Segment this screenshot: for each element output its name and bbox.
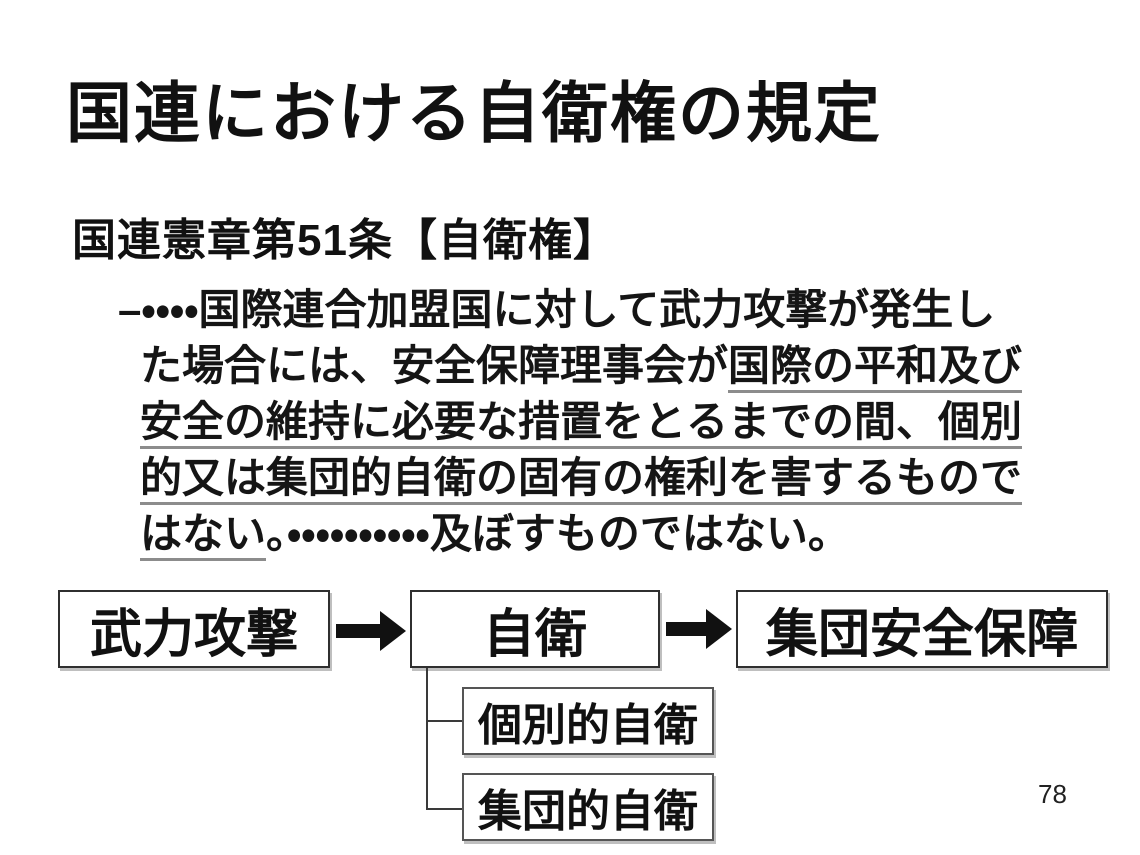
body-text-segment-underlined: はない bbox=[140, 510, 267, 561]
individual-self-defense-label: 個別的自衛 bbox=[478, 701, 698, 750]
collective-self-defense-label: 集団的自衛 bbox=[478, 787, 698, 836]
body-line: た場合には、安全保障理事会が国際の平和及び bbox=[140, 338, 1100, 394]
section-heading-article-51: 国連憲章第51条【自衛権】 bbox=[72, 216, 618, 265]
body-line: –・・・・国際連合加盟国に対して武力攻撃が発生し bbox=[118, 282, 1100, 338]
arrow-shaft bbox=[336, 624, 380, 638]
armed-attack-label: 武力攻撃 bbox=[89, 605, 298, 664]
collective-security-label: 集団安全保障 bbox=[765, 605, 1078, 664]
body-line: 的又は集団的自衛の固有の権利を害するもので bbox=[140, 450, 1100, 506]
tree-connector-vertical-line bbox=[426, 668, 428, 810]
arrow-right-icon bbox=[336, 611, 406, 651]
body-text-segment-underlined: 的又は集団的自衛の固有の権利を害するもので bbox=[140, 454, 1023, 505]
self-defense-box: 自衛 bbox=[410, 590, 660, 668]
body-line: 安全の維持に必要な措置をとるまでの間、個別 bbox=[140, 394, 1100, 450]
body-line: はない。・・・・・・・・・・及ぼすものではない。 bbox=[140, 506, 1100, 562]
individual-self-defense-box: 個別的自衛 bbox=[462, 687, 714, 755]
body-text-segment: –・・・・国際連合加盟国に対して武力攻撃が発生し bbox=[118, 286, 996, 333]
collective-self-defense-box: 集団的自衛 bbox=[462, 773, 714, 841]
body-text-segment-underlined: 国際の平和及び bbox=[728, 342, 1023, 393]
arrow-shaft bbox=[666, 622, 706, 636]
body-text-segment: 。・・・・・・・・・・及ぼすものではない。 bbox=[266, 510, 850, 557]
page-title: 国連における自衛権の規定 bbox=[66, 76, 882, 150]
arrow-right-icon bbox=[666, 609, 732, 649]
article-51-excerpt: –・・・・国際連合加盟国に対して武力攻撃が発生し た場合には、安全保障理事会が国… bbox=[0, 282, 1100, 562]
arrow-head bbox=[380, 611, 406, 651]
arrow-head bbox=[706, 609, 732, 649]
self-defense-label: 自衛 bbox=[482, 605, 587, 664]
armed-attack-box: 武力攻撃 bbox=[58, 590, 330, 668]
tree-connector-horizontal-line bbox=[426, 720, 462, 722]
body-text-segment: た場合には、安全保障理事会が bbox=[140, 342, 729, 389]
body-text-segment-underlined: 安全の維持に必要な措置をとるまでの間、個別 bbox=[140, 398, 1023, 449]
tree-connector-horizontal-line bbox=[426, 808, 462, 810]
collective-security-box: 集団安全保障 bbox=[736, 590, 1108, 668]
page-number: 78 bbox=[1038, 779, 1067, 809]
